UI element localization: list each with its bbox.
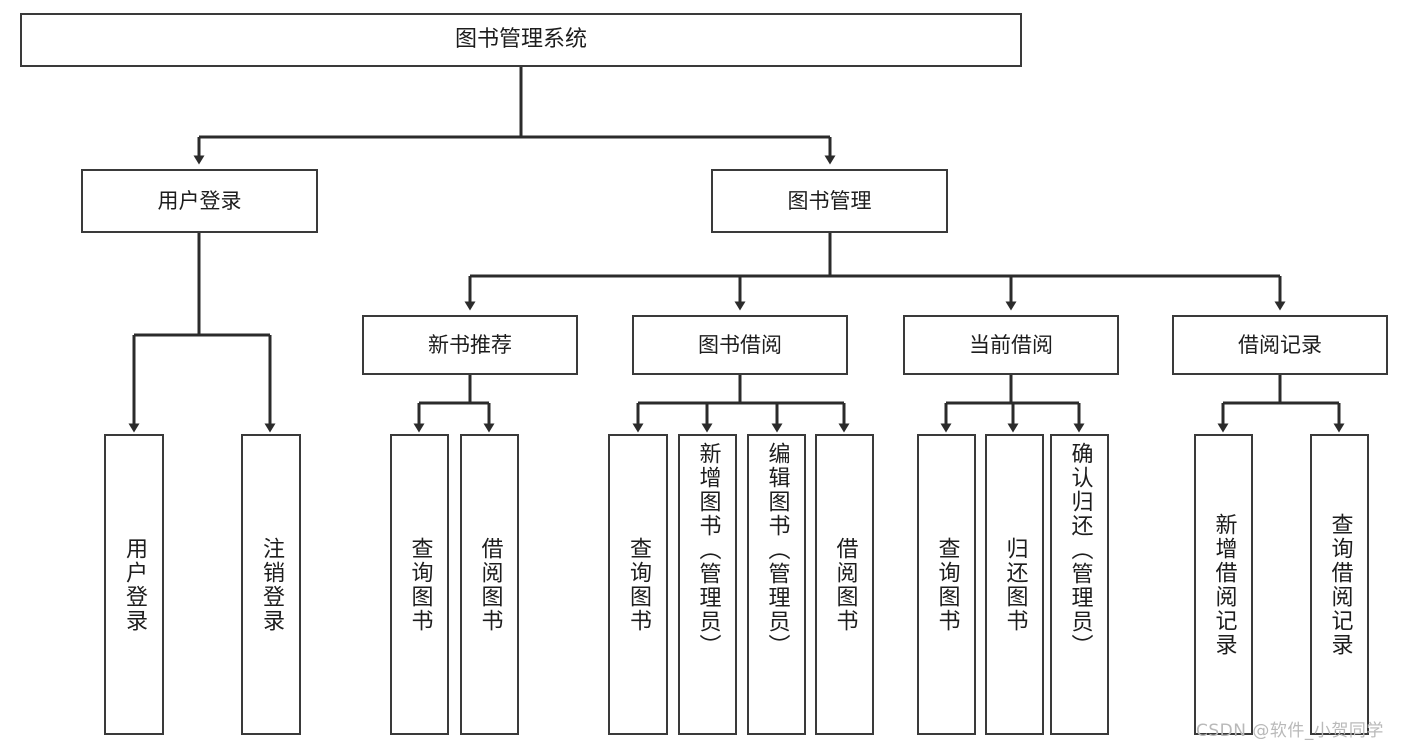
node-leaf-edit-book-admin-label: 编辑图书（管理员） [764,442,790,658]
node-leaf-user-login-label: 用户登录 [122,536,147,633]
node-leaf-edit-book-admin[interactable]: 编辑图书（管理员） [747,434,806,735]
node-leaf-query-borrow-record[interactable]: 查询借阅记录 [1310,434,1369,735]
node-leaf-confirm-return-admin-label: 确认归还（管理员） [1067,442,1093,658]
node-leaf-return-book[interactable]: 归还图书 [985,434,1044,735]
node-leaf-add-borrow-record-label: 新增借阅记录 [1211,512,1237,657]
node-book-borrow[interactable]: 图书借阅 [632,315,848,375]
node-book-borrow-label: 图书借阅 [698,332,782,357]
node-leaf-query-borrow-record-label: 查询借阅记录 [1327,512,1353,657]
node-leaf-borrow-book-rec[interactable]: 借阅图书 [460,434,519,735]
node-leaf-borrow-book-rec-label: 借阅图书 [477,536,503,633]
node-root[interactable]: 图书管理系统 [20,13,1022,67]
node-leaf-query-book-rec-label: 查询图书 [407,536,433,633]
node-leaf-query-book-borrow[interactable]: 查询图书 [608,434,668,735]
node-leaf-add-book-admin-label: 新增图书（管理员） [695,442,721,658]
node-leaf-query-book-current-label: 查询图书 [934,536,960,633]
node-root-label: 图书管理系统 [454,27,587,53]
watermark-text: CSDN @软件_小贺同学 [1196,721,1384,741]
node-leaf-confirm-return-admin[interactable]: 确认归还（管理员） [1050,434,1109,735]
node-current-borrow[interactable]: 当前借阅 [903,315,1119,375]
node-leaf-query-book-rec[interactable]: 查询图书 [390,434,449,735]
node-borrow-record-label: 借阅记录 [1238,332,1322,357]
node-leaf-borrow-book[interactable]: 借阅图书 [815,434,874,735]
node-book-manage[interactable]: 图书管理 [711,169,948,233]
node-current-borrow-label: 当前借阅 [969,332,1053,357]
node-leaf-borrow-book-label: 借阅图书 [832,536,858,633]
node-leaf-return-book-label: 归还图书 [1002,536,1028,633]
node-leaf-add-borrow-record[interactable]: 新增借阅记录 [1194,434,1253,735]
node-leaf-logout[interactable]: 注销登录 [241,434,301,735]
node-user-login-label: 用户登录 [157,188,242,213]
node-new-book-rec-label: 新书推荐 [428,332,512,357]
node-leaf-logout-label: 注销登录 [259,536,284,633]
node-new-book-rec[interactable]: 新书推荐 [362,315,578,375]
node-leaf-query-book-current[interactable]: 查询图书 [917,434,976,735]
node-leaf-add-book-admin[interactable]: 新增图书（管理员） [678,434,737,735]
node-user-login[interactable]: 用户登录 [81,169,318,233]
node-borrow-record[interactable]: 借阅记录 [1172,315,1388,375]
node-leaf-query-book-borrow-label: 查询图书 [626,536,651,633]
node-book-manage-label: 图书管理 [787,188,872,213]
node-leaf-user-login[interactable]: 用户登录 [104,434,164,735]
